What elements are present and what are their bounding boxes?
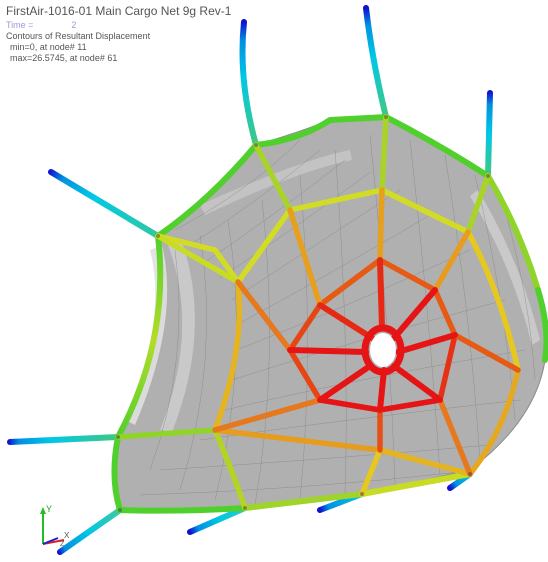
web-radials-center [287, 257, 458, 413]
axis-x-label: X [64, 531, 70, 540]
strap-top-2 [363, 5, 389, 120]
axis-y-label: Y [46, 504, 52, 514]
node-markers [116, 115, 490, 512]
axis-z-label: Z [60, 541, 65, 548]
center-hub[interactable] [361, 324, 405, 376]
web-radials-outer [155, 114, 491, 285]
model-title: FirstAir-1016-01 Main Cargo Net 9g Rev-1 [6, 4, 232, 18]
contour-label: Contours of Resultant Displacement [6, 31, 151, 41]
strap-bottom-1 [57, 507, 123, 555]
time-value: 2 [71, 20, 77, 30]
strap-top-left [48, 169, 161, 239]
strap-left [7, 434, 121, 445]
time-readout: Time = 2 [6, 20, 76, 30]
web-radials-mid [212, 187, 521, 477]
time-label: Time = [6, 20, 34, 30]
web-ring-outer [115, 187, 521, 511]
strap-bottom-2 [187, 505, 248, 535]
outer-border [111, 114, 548, 514]
max-value: max=26.5745, at node# 61 [10, 53, 118, 63]
min-max-readout: min=0, at node# 11 max=26.5745, at node#… [6, 42, 117, 64]
tie-down-straps [7, 5, 493, 555]
min-value: min=0, at node# 11 [10, 42, 87, 52]
strap-top-3 [485, 90, 493, 179]
axis-triad: Y X Z [40, 504, 70, 548]
strap-top-1 [239, 19, 259, 148]
